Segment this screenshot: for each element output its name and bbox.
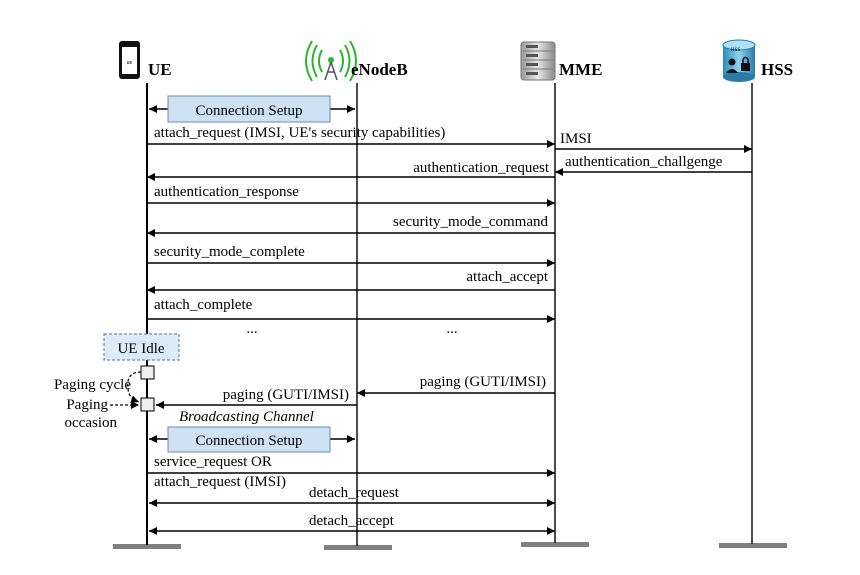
ue-label: UE — [148, 60, 172, 79]
conn-setup-2-box — [167, 426, 331, 453]
enodeb-base — [324, 545, 392, 550]
sec-mode-command-label: security_mode_command — [393, 214, 548, 230]
mme-base — [521, 542, 589, 547]
auth-request-label: authentication_request — [413, 160, 550, 176]
imsi-label: IMSI — [560, 131, 592, 147]
detach-accept-label: detach_accept — [309, 513, 395, 529]
phone-icon: ue — [119, 41, 140, 79]
hss-icon-label: HSS — [731, 48, 740, 53]
paging-cycle-label: Paging cycle — [54, 377, 131, 393]
conn-setup-1-box — [167, 95, 331, 123]
attach-accept-label: attach_accept — [466, 269, 548, 285]
hss-base — [719, 543, 787, 548]
service-request-label: service_request OR — [154, 454, 272, 470]
attach-request-imsi-label: attach_request (IMSI) — [154, 474, 286, 490]
paging-mme-label: paging (GUTI/IMSI) — [420, 374, 546, 390]
server-icon — [520, 41, 556, 81]
ue-base — [113, 544, 181, 549]
ellipsis-2: ... — [446, 321, 457, 337]
conn-setup-1-label: Connection Setup — [195, 103, 302, 119]
mme-label: MME — [559, 60, 602, 79]
conn-setup-2-label: Connection Setup — [195, 433, 302, 449]
auth-challenge-label: authentication_challgenge — [565, 154, 723, 170]
ue-icon-label: ue — [127, 60, 133, 66]
attach-request-label: attach_request (IMSI, UE's security capa… — [154, 125, 445, 141]
ellipsis-1: ... — [246, 321, 257, 337]
antenna-icon — [305, 40, 357, 82]
hss-label: HSS — [761, 60, 793, 79]
broadcasting-channel-label: Broadcasting Channel — [179, 409, 314, 425]
paging-occasion-label-2: occasion — [65, 415, 118, 431]
detach-request-label: detach_request — [309, 485, 400, 501]
paging-check-square-1 — [140, 365, 155, 380]
ue-idle-label: UE Idle — [117, 341, 164, 357]
paging-enb-label: paging (GUTI/IMSI) — [223, 387, 349, 403]
database-icon: HSS — [722, 39, 756, 82]
ue-idle-box — [103, 333, 180, 361]
enodeb-label: eNodeB — [351, 60, 408, 79]
sec-mode-complete-label: security_mode_complete — [154, 244, 305, 260]
auth-response-label: authentication_response — [154, 184, 299, 200]
paging-cycle-bracket — [127, 371, 142, 404]
attach-complete-label: attach_complete — [154, 297, 253, 313]
paging-check-square-2 — [140, 397, 155, 412]
paging-occasion-label-1: Paging — [66, 397, 108, 413]
